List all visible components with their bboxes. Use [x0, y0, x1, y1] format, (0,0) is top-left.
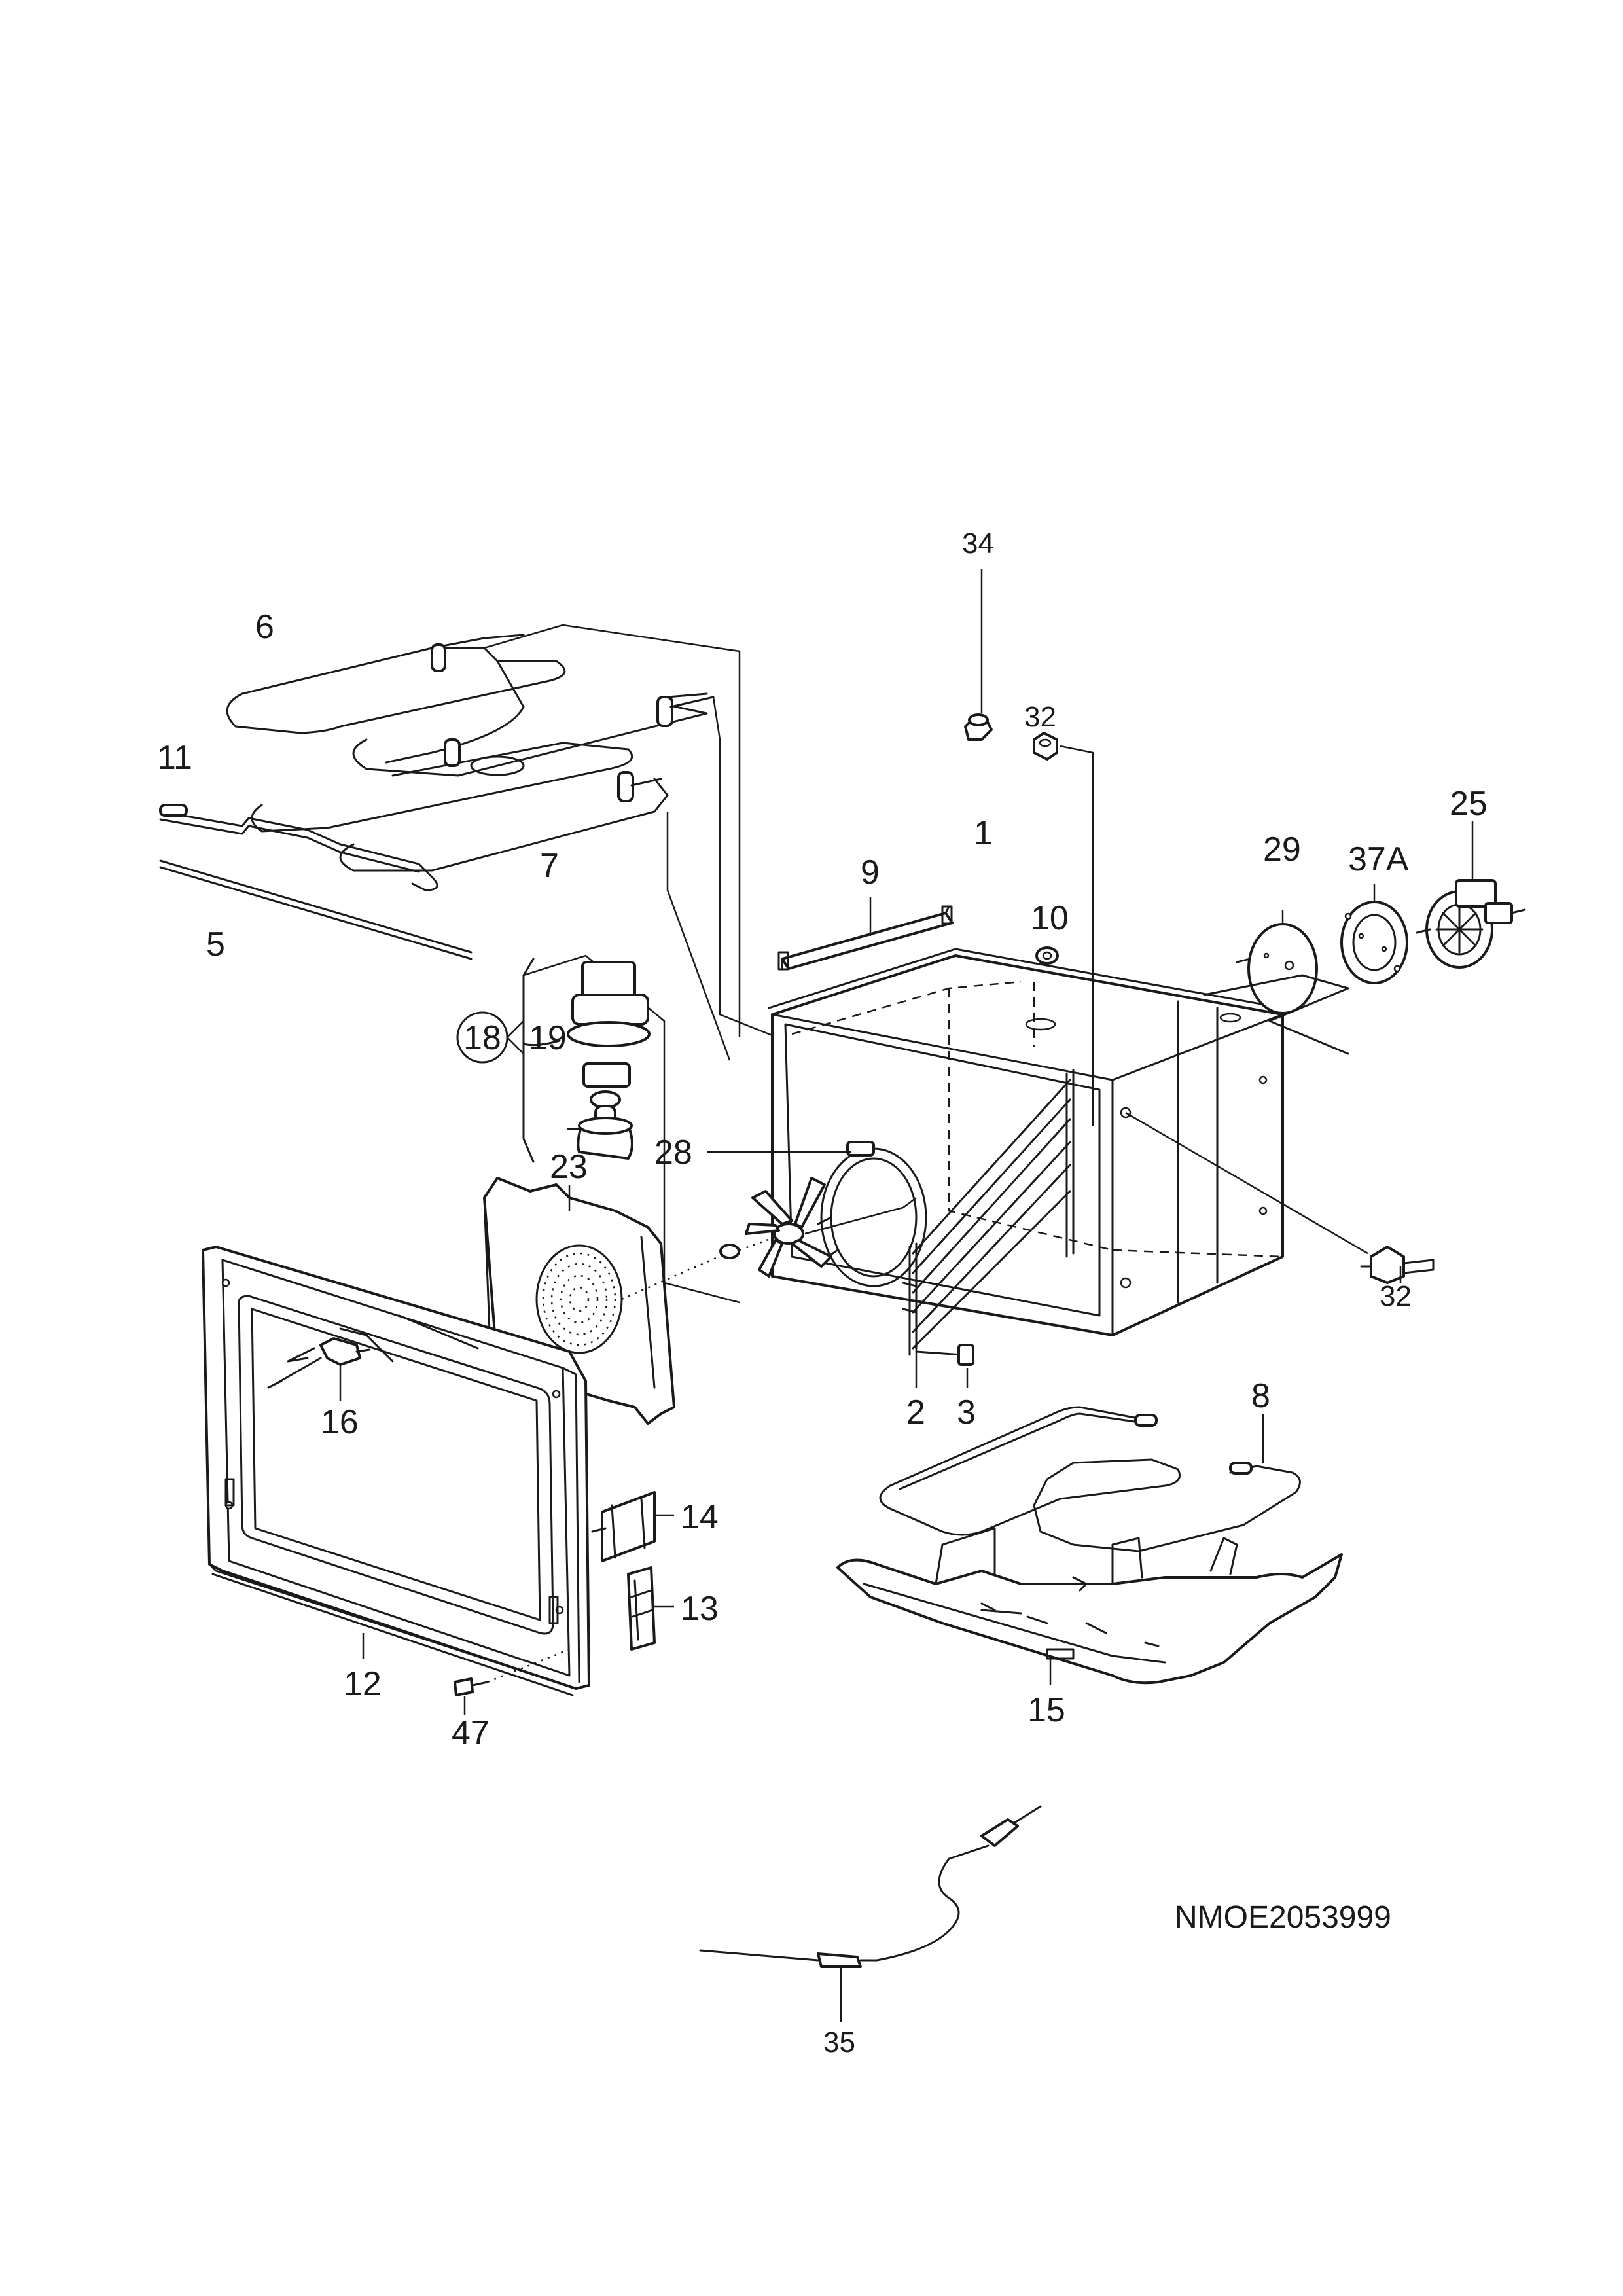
label-19: 19	[529, 1019, 567, 1057]
thermostat-sensor-32	[1125, 1111, 1435, 1284]
label-11: 11	[157, 739, 192, 777]
fan-nut	[719, 1244, 740, 1259]
label-34: 34	[962, 528, 994, 560]
door-screw	[454, 1648, 570, 1715]
inner-grill-element	[251, 692, 715, 872]
label-35: 35	[823, 2026, 855, 2058]
top-nut-32	[1033, 732, 1094, 1126]
grill-support-bar	[159, 804, 438, 891]
top-grill-element	[226, 634, 566, 764]
meat-probe	[699, 1805, 1042, 2022]
label-47: 47	[452, 1714, 490, 1752]
door-switch	[267, 1337, 371, 1401]
label-12: 12	[344, 1665, 382, 1703]
fan-motor-gasket	[1340, 884, 1408, 984]
hinge-bracket	[591, 1491, 674, 1562]
diagram-code: NMOE2053999	[1175, 1900, 1391, 1935]
label-15: 15	[1027, 1691, 1065, 1729]
label-3: 3	[957, 1393, 976, 1431]
guide-rod	[159, 859, 473, 960]
callout-labels: 1 2 3 5 6 7 8 9 10 11 12 13 14 15 16 18 …	[157, 528, 1488, 2058]
label-1: 1	[974, 814, 993, 852]
base-tray	[836, 1527, 1343, 1685]
fan-motor	[1416, 821, 1526, 969]
label-5: 5	[206, 925, 225, 963]
hinge-receiver	[627, 1566, 674, 1651]
label-14: 14	[681, 1498, 719, 1536]
label-37a: 37A	[1348, 840, 1409, 878]
label-8: 8	[1251, 1377, 1270, 1415]
label-9: 9	[861, 853, 880, 891]
label-28: 28	[654, 1134, 692, 1172]
top-stud-34	[964, 569, 993, 741]
label-7: 7	[540, 847, 559, 885]
label-16: 16	[321, 1403, 359, 1441]
label-10: 10	[1031, 899, 1069, 937]
oven-door-frame	[202, 1246, 590, 1696]
fan-ring	[813, 1141, 927, 1287]
lamp-bracket	[522, 958, 535, 1163]
label-32-side: 32	[1380, 1280, 1412, 1312]
label-23: 23	[550, 1148, 588, 1186]
label-32-top: 32	[1024, 701, 1056, 733]
bottom-heating-element	[879, 1406, 1301, 1552]
rear-bracket-rail	[777, 897, 954, 971]
label-13: 13	[681, 1590, 719, 1628]
cavity-grommet	[1035, 946, 1059, 965]
label-25: 25	[1450, 785, 1488, 823]
label-6: 6	[255, 608, 274, 646]
shelf-support-rack	[902, 1069, 1075, 1388]
oven-cavity	[768, 948, 1284, 1336]
fan-blade	[745, 1177, 832, 1278]
motor-mount-frame	[1203, 974, 1349, 1055]
label-2: 2	[906, 1393, 925, 1431]
fan-backplate	[1236, 910, 1318, 1014]
label-29: 29	[1263, 831, 1301, 869]
label-18: 18	[463, 1019, 501, 1057]
